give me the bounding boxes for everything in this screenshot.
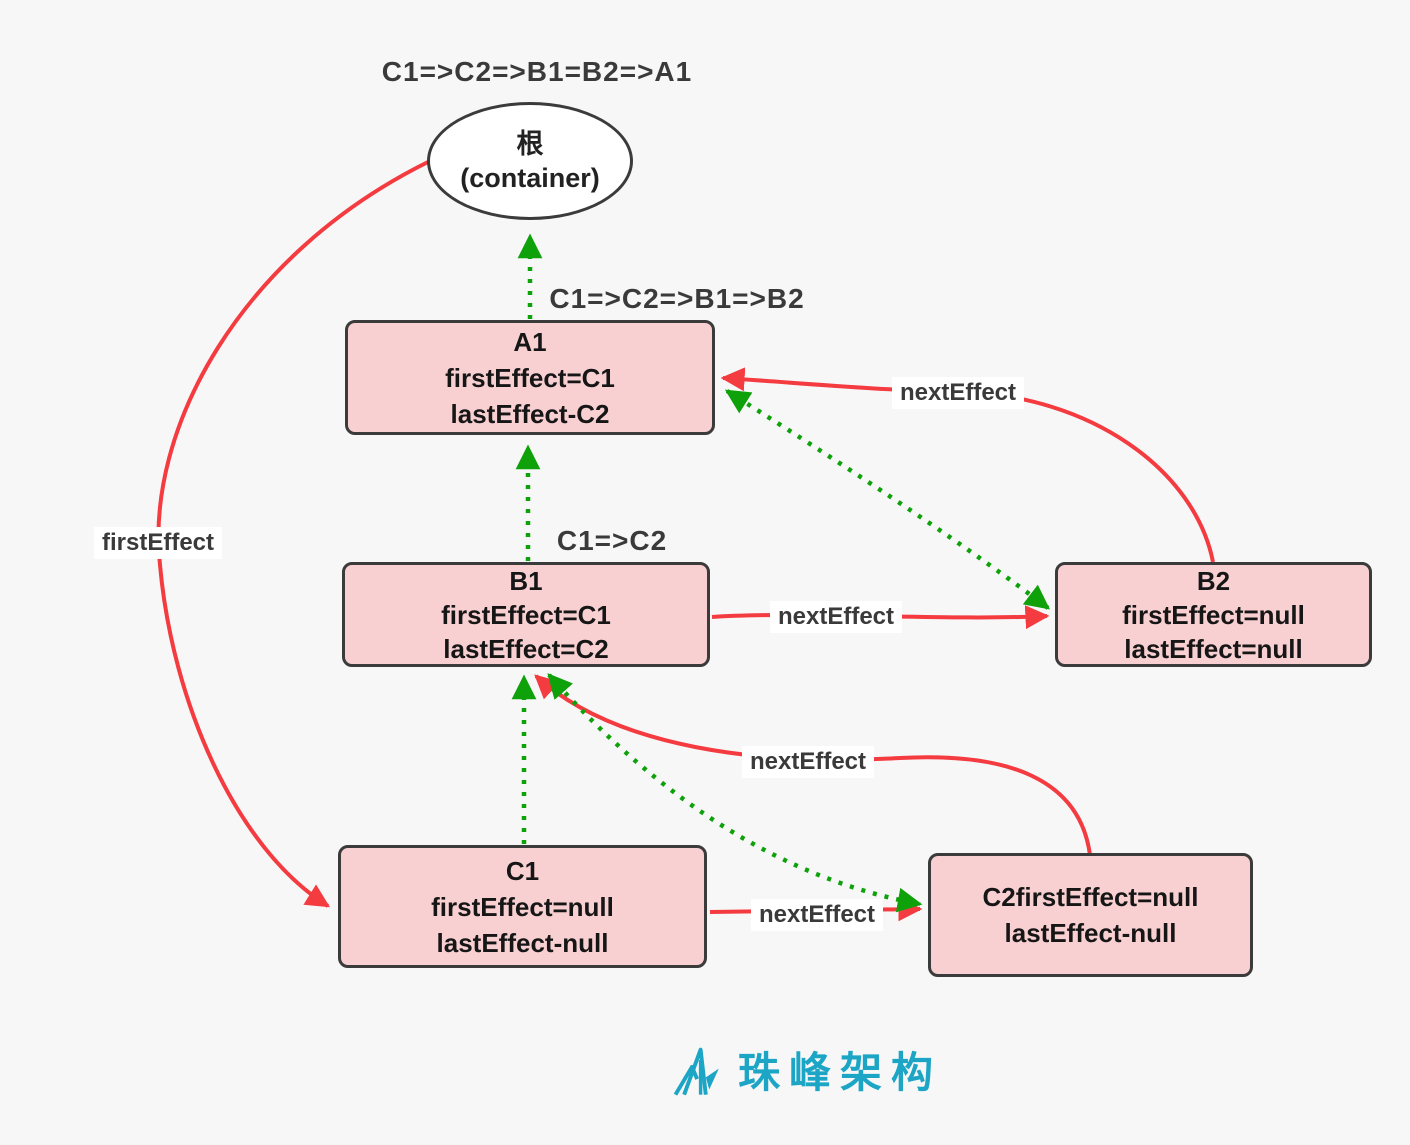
mountain-logo-icon — [673, 1047, 719, 1096]
node-c1[interactable]: C1 firstEffect=null lastEffect-null — [338, 845, 707, 968]
root-label-line2: (container) — [460, 163, 600, 193]
node-a1-lasteffect: lastEffect-C2 — [450, 398, 610, 429]
node-b1-title: B1 — [509, 565, 543, 596]
node-root[interactable]: 根 (container) — [427, 102, 633, 220]
label-nexteffect-c2-b1: nextEffect — [741, 746, 875, 778]
node-b1-lasteffect: lastEffect=C2 — [443, 633, 609, 664]
annotation-above-b1: C1=>C2 — [556, 525, 668, 556]
annotation-above-a1: C1=>C2=>B1=>B2 — [549, 283, 805, 314]
label-nexteffect-b1-b2: nextEffect — [769, 601, 903, 633]
node-b1-firsteffect: firstEffect=C1 — [441, 599, 611, 630]
node-b2-lasteffect: lastEffect=null — [1124, 633, 1303, 664]
label-nexteffect-c1-c2: nextEffect — [750, 899, 884, 931]
node-b2-title: B2 — [1196, 565, 1231, 596]
node-c1-title: C1 — [505, 855, 540, 886]
logo: 珠峰架构 — [672, 1042, 942, 1104]
label-firsteffect: firstEffect — [93, 527, 223, 559]
edge-dotted-a1-b2 — [724, 389, 1050, 610]
root-label-line1: 根 — [516, 129, 544, 159]
node-c1-lasteffect: lastEffect-null — [436, 927, 609, 958]
node-b2-firsteffect: firstEffect=null — [1122, 599, 1305, 630]
node-c2-lasteffect: lastEffect-null — [1004, 918, 1177, 948]
node-b1[interactable]: B1 firstEffect=C1 lastEffect=C2 — [342, 562, 710, 667]
node-c1-firsteffect: firstEffect=null — [431, 891, 614, 922]
label-nexteffect-b2-a1: nextEffect — [891, 377, 1025, 409]
effect-list-title: C1=>C2=>B1=B2=>A1 — [381, 56, 693, 87]
node-c2[interactable]: C2firstEffect=null lastEffect-null — [928, 853, 1253, 977]
logo-text: 珠峰架构 — [738, 1049, 943, 1096]
node-a1-firsteffect: firstEffect=C1 — [445, 362, 615, 393]
node-a1-title: A1 — [513, 326, 547, 357]
node-a1[interactable]: A1 firstEffect=C1 lastEffect-C2 — [345, 320, 715, 435]
node-b2[interactable]: B2 firstEffect=null lastEffect=null — [1055, 562, 1372, 667]
node-c2-firsteffect: C2firstEffect=null — [982, 882, 1199, 912]
